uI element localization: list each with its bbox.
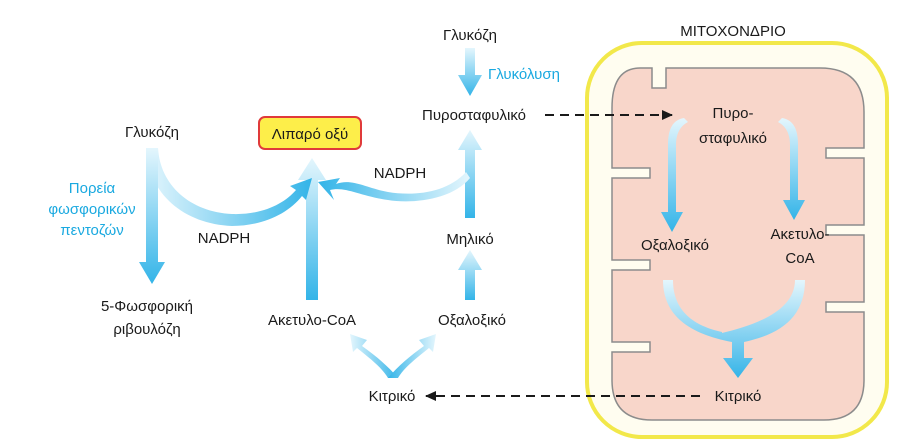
pyruvate-label: Πυροσταφυλικό	[422, 107, 526, 124]
cytosol-labels: Γλυκόζη Γλυκόλυση Πυροσταφυλικό NADPH Μη…	[48, 27, 560, 405]
ppp-label-3: πεντοζών	[60, 222, 123, 239]
mito-citrate-label: Κιτρικό	[715, 388, 762, 405]
arrow-malic-nadph-to-fatty-acid	[318, 172, 470, 202]
arrow-glucose-to-ribulose	[139, 148, 165, 284]
arrow-malate-to-pyruvate	[458, 130, 482, 218]
mito-acetylcoa-label-2: CoA	[785, 250, 814, 267]
fatty-acid-node: Λιπαρό οξύ	[258, 116, 362, 150]
arrow-mito-pyruvate-to-acetylcoa	[778, 118, 805, 220]
arrow-citrate-to-acetylcoa	[350, 334, 398, 378]
arrow-mito-pyruvate-to-oxaloacetate	[661, 118, 688, 232]
nadph-left-label: NADPH	[198, 230, 251, 247]
arrow-ppp-nadph-to-fatty-acid	[146, 148, 312, 226]
glucose-top-label: Γλυκόζη	[443, 27, 497, 44]
cytosol-arrows	[139, 48, 700, 401]
arrow-mito-to-citrate	[663, 280, 805, 378]
arrow-oxaloacetate-to-malate	[458, 250, 482, 300]
mito-pyruvate-label-1: Πυρο-	[713, 105, 754, 122]
ribulose-label-2: ριβουλόζη	[113, 321, 180, 338]
mito-acetylcoa-label-1: Ακετυλο-	[771, 226, 830, 243]
glucose-left-label: Γλυκόζη	[125, 124, 179, 141]
fatty-acid-box	[258, 116, 362, 150]
arrow-acetylcoa-to-fatty-acid	[298, 158, 326, 300]
mitochondrion: ΜΙΤΟΧΟΝΔΡΙΟ Πυρο- σταφυλικό Οξαλοξικό Ακ…	[585, 23, 889, 439]
fatty-acid-label: Λιπαρό οξύ	[272, 126, 348, 143]
oxaloacetate-label: Οξαλοξικό	[438, 312, 506, 329]
citrate-label: Κιτρικό	[369, 388, 416, 405]
malate-label: Μηλικό	[446, 231, 493, 248]
mito-pyruvate-label-2: σταφυλικό	[699, 130, 767, 147]
ppp-label-2: φωσφορικών	[48, 201, 135, 218]
nadph-right-label: NADPH	[374, 165, 427, 182]
mito-oxaloacetate-label: Οξαλοξικό	[641, 237, 709, 254]
glycolysis-label: Γλυκόλυση	[488, 66, 560, 83]
mitochondrion-title: ΜΙΤΟΧΟΝΔΡΙΟ	[680, 23, 786, 40]
arrow-citrate-to-oxaloacetate	[388, 334, 436, 378]
acetylcoa-label: Ακετυλο-CoA	[268, 312, 356, 329]
ribulose-label-1: 5-Φωσφορική	[101, 298, 193, 315]
arrow-glucose-to-pyruvate	[458, 48, 482, 96]
ppp-label-1: Πορεία	[69, 180, 116, 197]
